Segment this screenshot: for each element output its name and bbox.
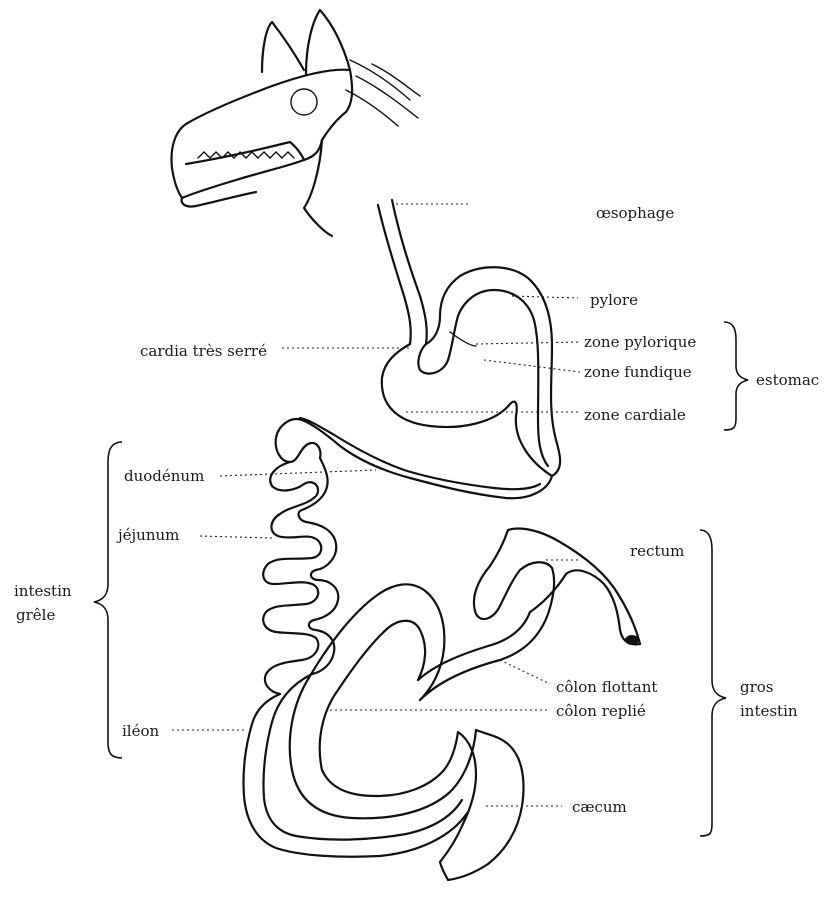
label-caecum: cæcum — [572, 798, 627, 816]
estomac-brace — [724, 322, 748, 430]
label-gros-intestin-2: intestin — [740, 702, 798, 720]
horse-eye-socket — [291, 89, 317, 115]
gros-intestin-brace — [700, 530, 726, 836]
horse-head-drawing — [172, 10, 420, 236]
label-cardia: cardia très serré — [140, 342, 267, 360]
leader-duodenum — [220, 470, 376, 476]
label-jejunum: jéjunum — [116, 526, 179, 544]
label-zone-cardiale: zone cardiale — [584, 406, 686, 424]
label-intestin-grele-1: intestin — [14, 582, 72, 600]
leader-jejunum — [200, 536, 272, 538]
small-intestine-drawing — [243, 418, 552, 857]
horse-skull-outline — [172, 70, 353, 198]
horse-ear-back — [262, 22, 304, 72]
label-intestin-grele-2: grêle — [16, 606, 55, 624]
anus-mark — [625, 635, 639, 645]
leader-zone-fundique — [484, 360, 580, 372]
label-rectum: rectum — [630, 542, 684, 560]
intestin-grele-brace — [94, 442, 122, 758]
label-colon-replie: côlon replié — [556, 702, 646, 720]
label-pylore: pylore — [590, 291, 638, 309]
label-gros-intestin-1: gros — [740, 678, 774, 696]
leader-zone-pylorique — [476, 342, 580, 344]
horse-mane — [346, 60, 420, 126]
horse-throat — [304, 140, 332, 236]
label-zone-pylorique: zone pylorique — [584, 333, 696, 351]
label-duodenum: duodénum — [124, 467, 204, 485]
label-ileon: iléon — [122, 722, 160, 740]
label-oesophage: œsophage — [596, 204, 674, 222]
stomach-drawing — [382, 267, 560, 476]
leader-colon-flottant — [500, 660, 550, 684]
label-estomac: estomac — [756, 371, 819, 389]
leader-pylore — [512, 296, 578, 298]
oesophagus-tube — [378, 200, 427, 344]
leader-lines — [172, 204, 580, 806]
label-colon-flottant: côlon flottant — [556, 678, 657, 696]
label-zone-fundique: zone fundique — [584, 363, 692, 381]
horse-ear-front — [306, 10, 350, 74]
